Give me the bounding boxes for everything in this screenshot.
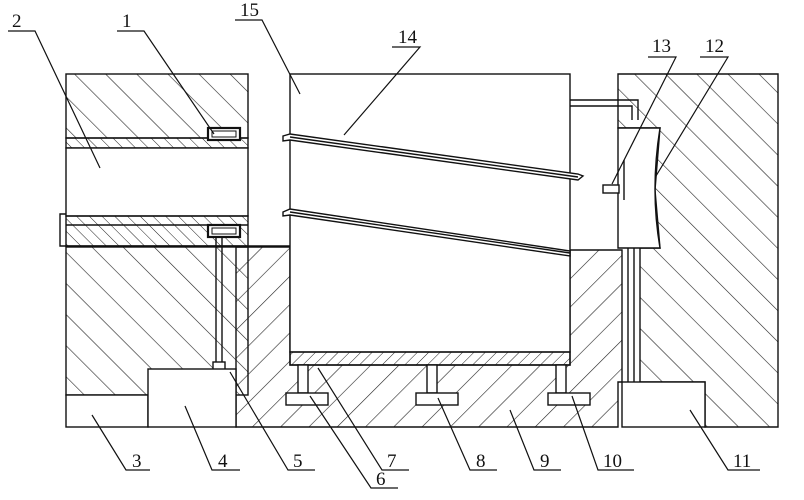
callout-6: 6 <box>376 469 386 490</box>
callout-7: 7 <box>387 451 397 472</box>
callout-3: 3 <box>132 451 142 472</box>
callout-10: 10 <box>603 451 622 472</box>
callout-5: 5 <box>293 451 303 472</box>
motor-right <box>622 382 705 427</box>
left-base-plate <box>66 395 148 427</box>
callout-4: 4 <box>218 451 228 472</box>
support-foot-10 <box>548 393 590 405</box>
callout-11: 11 <box>733 451 751 472</box>
callout-12: 12 <box>705 36 724 57</box>
callout-13: 13 <box>652 36 671 57</box>
callout-14: 14 <box>398 27 418 48</box>
callout-2: 2 <box>12 11 22 32</box>
right-block <box>618 74 778 427</box>
support-foot-6 <box>286 393 328 405</box>
sensor-13 <box>603 185 619 193</box>
support-foot-8 <box>416 393 458 405</box>
chamber-bottom-plate <box>290 352 570 365</box>
callout-9: 9 <box>540 451 550 472</box>
chamber-body <box>290 74 570 352</box>
callout-1: 1 <box>122 11 132 32</box>
callout-8: 8 <box>476 451 486 472</box>
callout-15: 15 <box>240 0 259 21</box>
motor-left <box>148 369 236 427</box>
tube-bore <box>66 148 248 216</box>
tube-assembly <box>60 128 290 246</box>
